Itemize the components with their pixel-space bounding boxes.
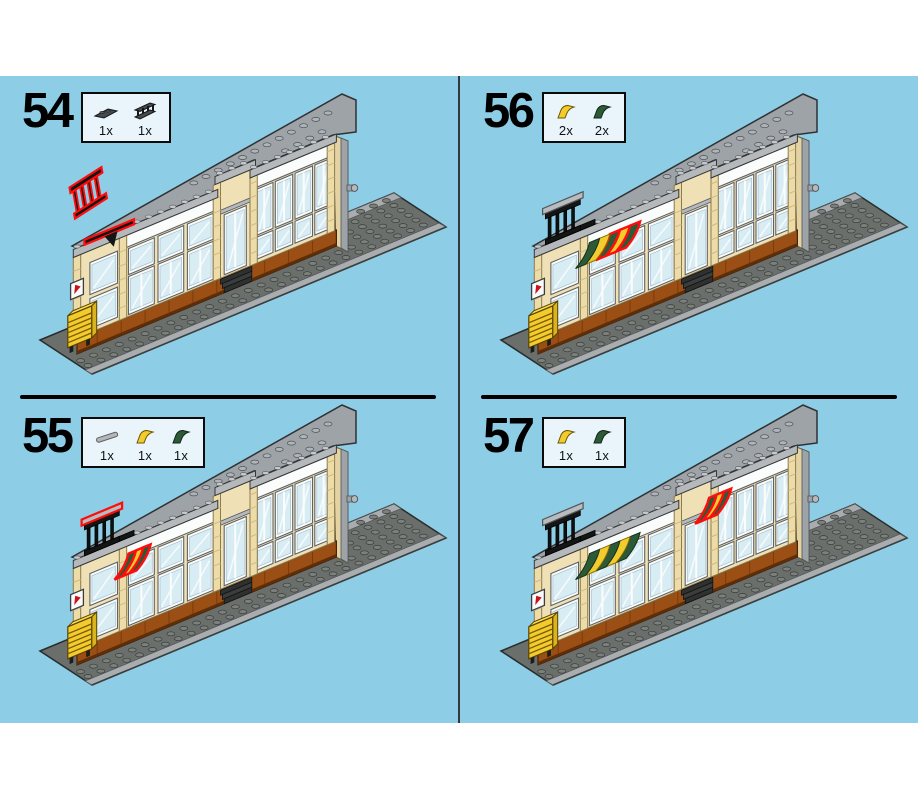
parts-callout: 2x 2x xyxy=(542,92,626,143)
part-entry: 1x xyxy=(133,426,157,464)
building-illustration xyxy=(461,401,918,723)
part-icon-plate-dark-gray xyxy=(93,101,119,123)
part-entry: 1x xyxy=(93,101,119,139)
part-entry: 2x xyxy=(554,101,578,139)
page-background: 54 1x 1x 56 2x 2x 55 1x 1x 1x 57 1x 1x xyxy=(0,76,918,723)
building-render xyxy=(38,93,448,375)
step-panel-56: 56 2x 2x xyxy=(461,76,918,399)
building-illustration xyxy=(0,76,459,399)
building-render xyxy=(499,93,909,375)
step-number: 56 xyxy=(483,84,535,138)
part-icon-bar-light-gray xyxy=(93,426,121,448)
parts-callout: 1x 1x xyxy=(542,417,626,468)
part-entry: 1x xyxy=(554,426,578,464)
part-count: 2x xyxy=(558,123,574,138)
part-icon-curved-slope-dark-green xyxy=(169,426,193,448)
part-entry: 1x xyxy=(93,426,121,464)
building-render xyxy=(499,404,909,686)
part-count: 1x xyxy=(558,448,574,463)
step-separator-rule-right xyxy=(481,395,897,399)
parts-callout: 1x 1x xyxy=(81,92,171,143)
step-number: 55 xyxy=(22,409,74,463)
step-panel-57: 57 1x 1x xyxy=(461,401,918,723)
part-count: 1x xyxy=(173,448,189,463)
part-entry: 1x xyxy=(169,426,193,464)
part-count: 1x xyxy=(98,123,114,138)
quadrant-divider-vertical xyxy=(458,76,460,723)
part-icon-curved-slope-dark-green xyxy=(590,101,614,123)
step-panel-54: 54 1x 1x xyxy=(0,76,459,399)
part-icon-curved-slope-yellow xyxy=(554,101,578,123)
part-entry: 1x xyxy=(590,426,614,464)
step-separator-rule-left xyxy=(20,395,436,399)
part-icon-curved-slope-dark-green xyxy=(590,426,614,448)
step-number: 57 xyxy=(483,409,535,463)
part-icon-railing-dark-gray xyxy=(131,101,159,123)
part-icon-curved-slope-yellow xyxy=(554,426,578,448)
parts-callout: 1x 1x 1x xyxy=(81,417,205,468)
part-entry: 2x xyxy=(590,101,614,139)
part-count: 1x xyxy=(137,448,153,463)
building-render xyxy=(38,404,448,686)
part-count: 1x xyxy=(594,448,610,463)
part-count: 2x xyxy=(594,123,610,138)
part-icon-curved-slope-yellow xyxy=(133,426,157,448)
part-count: 1x xyxy=(137,123,153,138)
part-entry: 1x xyxy=(131,101,159,139)
step-number: 54 xyxy=(22,84,74,138)
step-panel-55: 55 1x 1x 1x xyxy=(0,401,459,723)
building-illustration xyxy=(0,401,459,723)
part-count: 1x xyxy=(99,448,115,463)
building-illustration xyxy=(461,76,918,399)
